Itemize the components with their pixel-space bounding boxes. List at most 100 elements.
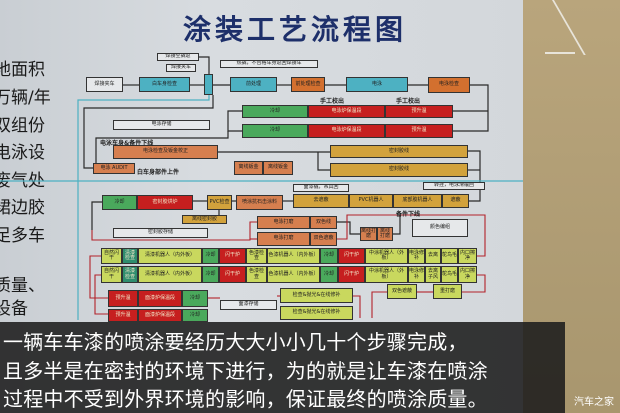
- left-poster-text: 设备: [0, 299, 28, 319]
- process-step-box: 冷却: [320, 248, 338, 264]
- process-step-box: 双色遮蔽: [387, 284, 417, 299]
- process-step-box: 颜色编组: [412, 219, 468, 237]
- left-poster-text: 质量、: [0, 276, 45, 296]
- process-step-box: 清漆检查: [122, 248, 138, 264]
- process-step-box: 喷涂抗石击涂料: [236, 195, 283, 210]
- process-step-box: 冷却: [202, 266, 219, 283]
- process-step-box: PVC检查: [207, 195, 232, 210]
- process-step-box: 去遮蔽: [293, 194, 349, 208]
- process-step-box: 电泳检查及钣金校正: [113, 145, 218, 159]
- process-step-box: 色漆检查: [246, 266, 267, 283]
- process-step-box: 离线打磨: [360, 227, 377, 241]
- process-step-box: 双色遮蔽: [310, 232, 337, 246]
- process-step-box: 中涂机器人（外板）: [365, 248, 408, 264]
- process-step-box: 清漆机器人（内外板）: [138, 248, 202, 264]
- process-step-box: 电泳修补: [408, 266, 425, 283]
- video-subtitle: 一辆车车漆的喷涂要经历大大小小几十个步骤完成， 且多半是在密封的环境下进行，为的…: [0, 322, 565, 413]
- process-step-box: 冷却: [320, 266, 338, 283]
- process-step-box: 检查&抛光&在线修补: [280, 306, 353, 320]
- process-step-box: 内口擦净: [458, 248, 477, 264]
- process-step-box: 清漆检查: [122, 266, 138, 283]
- poster-title: 涂装工艺流程图: [182, 13, 407, 46]
- process-step-box: PVC机器人: [349, 194, 393, 208]
- process-step-box: 自然闪干: [101, 266, 122, 283]
- process-step-box: 去离: [425, 248, 441, 264]
- process-step-box: 电泳打磨: [257, 216, 310, 229]
- process-step-box: 闪干炉: [338, 248, 365, 264]
- subtitle-line: 且多半是在密封的环境下进行，为的就是让车漆在喷涂: [3, 359, 488, 383]
- process-step-box: 焊接夹车: [166, 64, 196, 72]
- process-step-box: 重打磨: [433, 284, 462, 299]
- process-step-box: 离线打磨: [377, 227, 393, 241]
- process-step-box: 白车身检查: [139, 77, 190, 92]
- process-step-box: 前处理检查: [291, 77, 325, 92]
- process-step-box: 电泳 AUDIT: [93, 163, 135, 174]
- process-step-box: 密封胶存储: [113, 228, 208, 238]
- process-step-box: 面漆存储: [220, 300, 277, 310]
- process-step-box: 闪干炉: [219, 248, 246, 264]
- process-step-box: 转挂，电泳滑橇回: [423, 182, 485, 190]
- process-step-box: 鸵鸟毛: [441, 248, 458, 264]
- left-poster-text: 裙边胶: [0, 198, 45, 218]
- process-step-box: 预升温: [385, 124, 453, 138]
- process-step-box: 冷却: [182, 290, 208, 307]
- subtitle-line: 过程中不受到外界环境的影响，保证最终的喷涂质量。: [3, 387, 488, 411]
- process-step-box: 离线钣金: [263, 161, 293, 175]
- process-step-box: 密封胶烘炉: [137, 195, 193, 210]
- process-step-box: 面漆橇，吊具回: [293, 184, 349, 192]
- process-step-box: 冷却: [102, 195, 137, 210]
- flow-label: 备件下线: [396, 211, 421, 218]
- process-step-box: 色漆检查: [246, 248, 267, 264]
- process-step-box: [204, 74, 213, 95]
- process-step-box: 预升温: [108, 309, 138, 322]
- process-step-box: 电泳修补: [408, 248, 425, 264]
- process-step-box: 电泳检查: [428, 77, 470, 93]
- process-step-box: 密封胶线: [330, 145, 468, 158]
- subtitle-line: 一辆车车漆的喷涂要经历大大小小几十个步骤完成，: [3, 330, 468, 354]
- watermark-logo: 汽车之家: [574, 397, 614, 408]
- process-step-box: 热撬，不合格车身返回焊接车: [220, 60, 318, 68]
- process-step-box: 检查&抛光&在线修补: [280, 288, 353, 303]
- flow-connectors: [0, 56, 523, 320]
- process-step-box: 色漆机器人（内外板）: [267, 266, 320, 283]
- process-step-box: 底部胶机器人: [393, 194, 442, 208]
- flow-label: 电泳车身&备件下线: [100, 140, 154, 147]
- process-step-box: 前处理: [230, 77, 277, 92]
- process-step-box: 鸵鸟毛: [441, 266, 458, 283]
- process-step-box: 遮蔽: [442, 194, 469, 208]
- process-step-box: 双色线: [310, 216, 337, 229]
- process-step-box: 面漆炉保温段: [138, 290, 182, 307]
- process-step-box: 电泳炉保温段: [308, 105, 385, 118]
- left-poster-text: 足多车: [0, 226, 45, 246]
- process-step-box: 中涂机器人（外板）: [365, 266, 408, 283]
- process-step-box: 冷却: [182, 309, 208, 322]
- panel-stripe: [545, 52, 575, 54]
- process-step-box: 密封胶线: [330, 163, 468, 177]
- process-step-box: 自然闪干: [101, 248, 122, 264]
- left-poster-text: 双组份: [0, 116, 45, 136]
- process-step-box: 电泳打磨: [257, 232, 310, 246]
- process-step-box: 色漆机器人（内外板）: [267, 248, 320, 264]
- left-poster-text: 地面积: [0, 60, 45, 80]
- process-step-box: 闪干炉: [338, 266, 365, 283]
- flow-label: 白车身部件上件: [137, 169, 180, 176]
- process-step-box: 面漆炉保温段: [138, 309, 182, 322]
- process-step-box: 预升温: [385, 105, 453, 118]
- flow-label: 手工校出: [396, 98, 421, 105]
- left-poster-text: 万辆/年: [0, 88, 51, 108]
- process-step-box: 电泳炉保温段: [308, 124, 385, 138]
- flow-label: 手工校出: [320, 98, 345, 105]
- process-step-box: 焊接夹车: [86, 77, 123, 92]
- process-step-box: 电泳: [346, 77, 408, 92]
- process-step-box: 内口擦净: [458, 266, 477, 283]
- process-step-box: 冷却: [242, 105, 308, 118]
- process-step-box: 离线钣金: [234, 161, 263, 175]
- process-step-box: 冷却: [242, 124, 308, 138]
- process-step-box: 闪干炉: [219, 266, 246, 283]
- process-step-box: 离线密封胶: [182, 215, 227, 224]
- process-step-box: 去离子风: [425, 266, 441, 283]
- process-step-box: 电泳存储: [113, 120, 210, 130]
- left-poster-text: 电泳设: [0, 143, 45, 163]
- process-step-box: 清漆机器人（内外板）: [138, 266, 202, 283]
- process-step-box: 预升温: [108, 290, 138, 307]
